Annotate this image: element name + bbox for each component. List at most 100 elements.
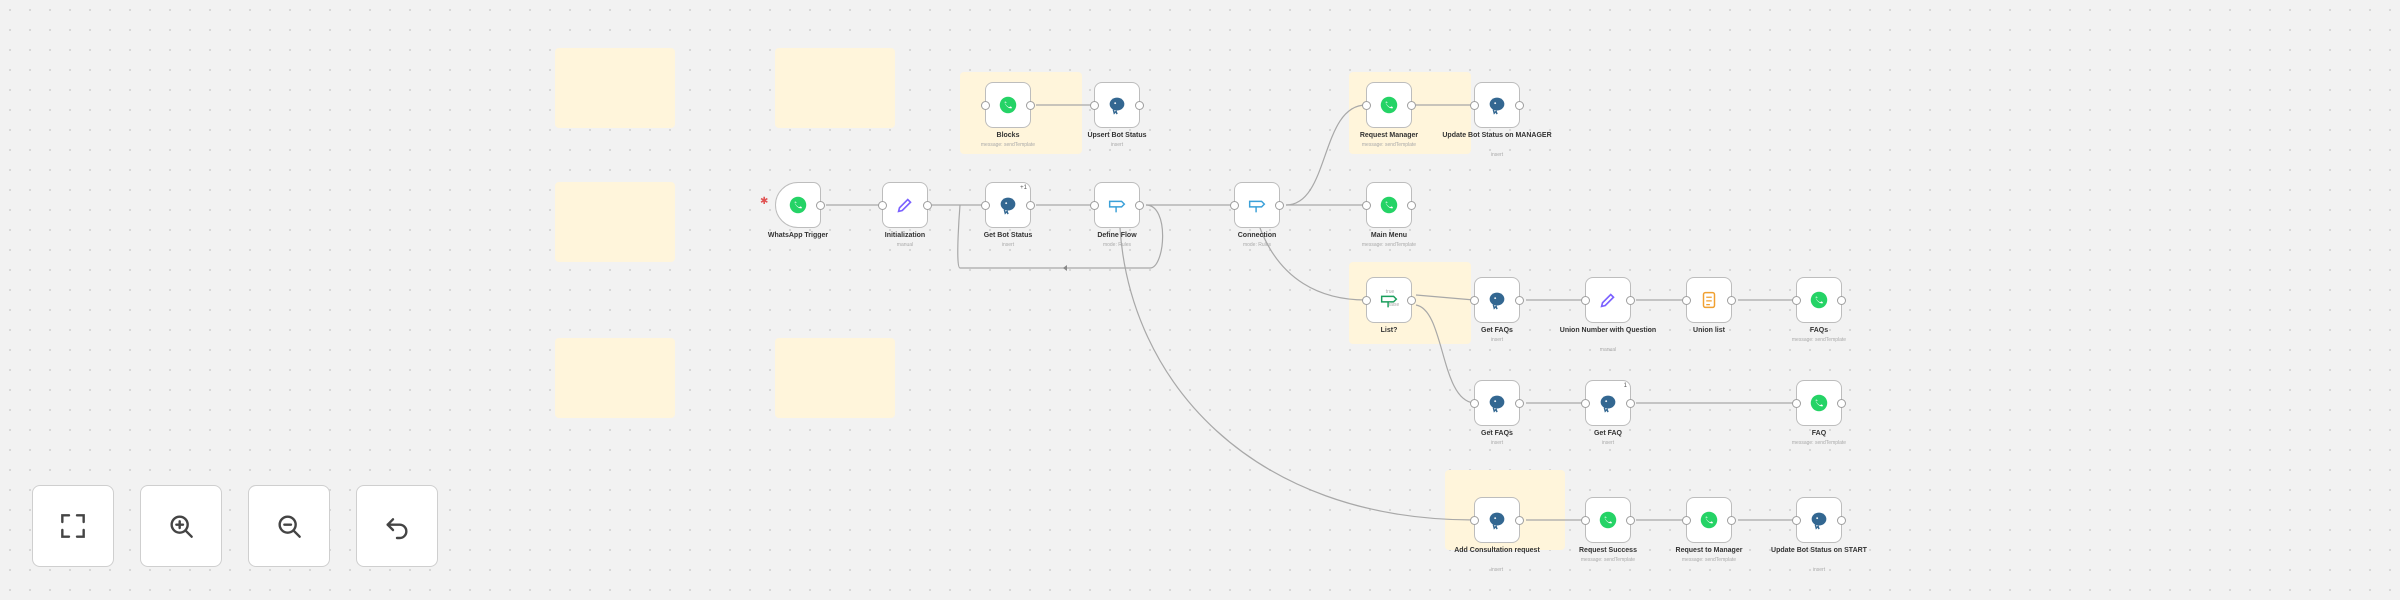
input-port[interactable] [1230,201,1239,210]
input-port[interactable] [1362,296,1371,305]
output-port[interactable] [1275,201,1284,210]
node-union-number[interactable] [1581,277,1635,323]
zoom-out-button[interactable] [248,485,330,567]
node-subtitle: message: sendTemplate [1681,557,1737,563]
output-port[interactable] [1407,201,1416,210]
node-label: Upsert Bot Status [1087,132,1147,139]
output-port[interactable] [1626,296,1635,305]
input-port[interactable] [1581,516,1590,525]
node-subtitle: message: sendTemplate [1580,557,1636,563]
undo-icon [386,518,408,540]
node-list-if[interactable] [1362,277,1416,323]
node-union-list[interactable] [1682,277,1736,323]
output-port[interactable] [1727,516,1736,525]
node-faq[interactable] [1792,380,1846,426]
output-port[interactable] [1626,399,1635,408]
node-label: Get Bot Status [983,232,1033,239]
output-port[interactable] [1026,101,1035,110]
fit-view-icon [61,514,85,538]
output-port[interactable] [1515,101,1524,110]
input-port[interactable] [1470,296,1479,305]
output-port[interactable] [816,201,825,210]
output-port[interactable] [1626,516,1635,525]
sticky-note[interactable] [555,338,675,418]
node-label: Union list [1693,327,1725,334]
node-subtitle: message: sendTemplate [1361,142,1417,148]
node-faqs[interactable] [1792,277,1846,323]
node-subtitle: message: sendTemplate [1361,242,1417,248]
output-port[interactable] [1407,101,1416,110]
sticky-note[interactable] [775,48,895,128]
input-port[interactable] [1792,516,1801,525]
output-port[interactable] [1407,296,1416,305]
input-port[interactable] [1090,101,1099,110]
input-port[interactable] [1792,399,1801,408]
output-port[interactable] [1837,516,1846,525]
output-port[interactable] [1727,296,1736,305]
output-port[interactable] [1515,296,1524,305]
node-label: Blocks [996,132,1020,139]
node-whatsapp-trigger[interactable] [775,182,825,228]
node-label: FAQs [1809,327,1829,334]
sticky-note[interactable] [555,182,675,262]
output-port[interactable] [1515,516,1524,525]
node-label: Add Consultation request [1454,547,1540,554]
input-port[interactable] [1581,399,1590,408]
sticky-note[interactable] [555,48,675,128]
node-update-bot-status-manager[interactable] [1470,82,1524,128]
output-port[interactable] [1135,201,1144,210]
output-port[interactable] [1837,399,1846,408]
output-port[interactable] [1837,296,1846,305]
input-port[interactable] [1470,399,1479,408]
input-port[interactable] [981,201,990,210]
edge [1259,227,1367,301]
edge [1119,227,1475,521]
postgres-icon [1489,292,1505,310]
node-get-bot-status[interactable]: +1 [981,182,1035,228]
node-badge: +1 [1020,185,1027,191]
input-port[interactable] [1362,101,1371,110]
node-subtitle: manual [896,242,914,248]
reset-zoom-button[interactable] [356,485,438,567]
input-port[interactable] [878,201,887,210]
output-port[interactable] [1026,201,1035,210]
fit-view-button[interactable] [32,485,114,567]
node-blocks[interactable] [981,82,1035,128]
input-port[interactable] [981,101,990,110]
node-subtitle: message: sendTemplate [1791,440,1847,446]
input-port[interactable] [1682,296,1691,305]
sticky-note[interactable] [775,338,895,418]
input-port[interactable] [1470,101,1479,110]
edge-label-false: false [1388,302,1400,308]
node-add-consultation[interactable] [1470,497,1524,543]
node-label: Connection [1237,232,1277,239]
node-get-faq[interactable]: 1 [1581,380,1635,426]
switch-icon [1108,200,1126,213]
node-get-faqs-2[interactable] [1470,380,1524,426]
output-port[interactable] [1135,101,1144,110]
node-request-to-manager[interactable] [1682,497,1736,543]
node-connection[interactable] [1230,182,1284,228]
node-get-faqs-1[interactable] [1470,277,1524,323]
zoom-in-button[interactable] [140,485,222,567]
node-request-manager[interactable] [1362,82,1416,128]
node-main-menu[interactable] [1362,182,1416,228]
node-initialization[interactable] [878,182,932,228]
input-port[interactable] [1682,516,1691,525]
input-port[interactable] [1362,201,1371,210]
input-port[interactable] [1581,296,1590,305]
whatsapp-icon [1700,511,1718,529]
node-request-success[interactable] [1581,497,1635,543]
node-label: Initialization [884,232,926,239]
output-port[interactable] [923,201,932,210]
node-subtitle: insert [1110,142,1124,148]
edge [1285,104,1367,206]
input-port[interactable] [1470,516,1479,525]
input-port[interactable] [1792,296,1801,305]
output-port[interactable] [1515,399,1524,408]
input-port[interactable] [1090,201,1099,210]
node-define-flow[interactable] [1090,182,1144,228]
node-upsert-bot-status[interactable] [1090,82,1144,128]
node-update-bot-status-start[interactable] [1792,497,1846,543]
